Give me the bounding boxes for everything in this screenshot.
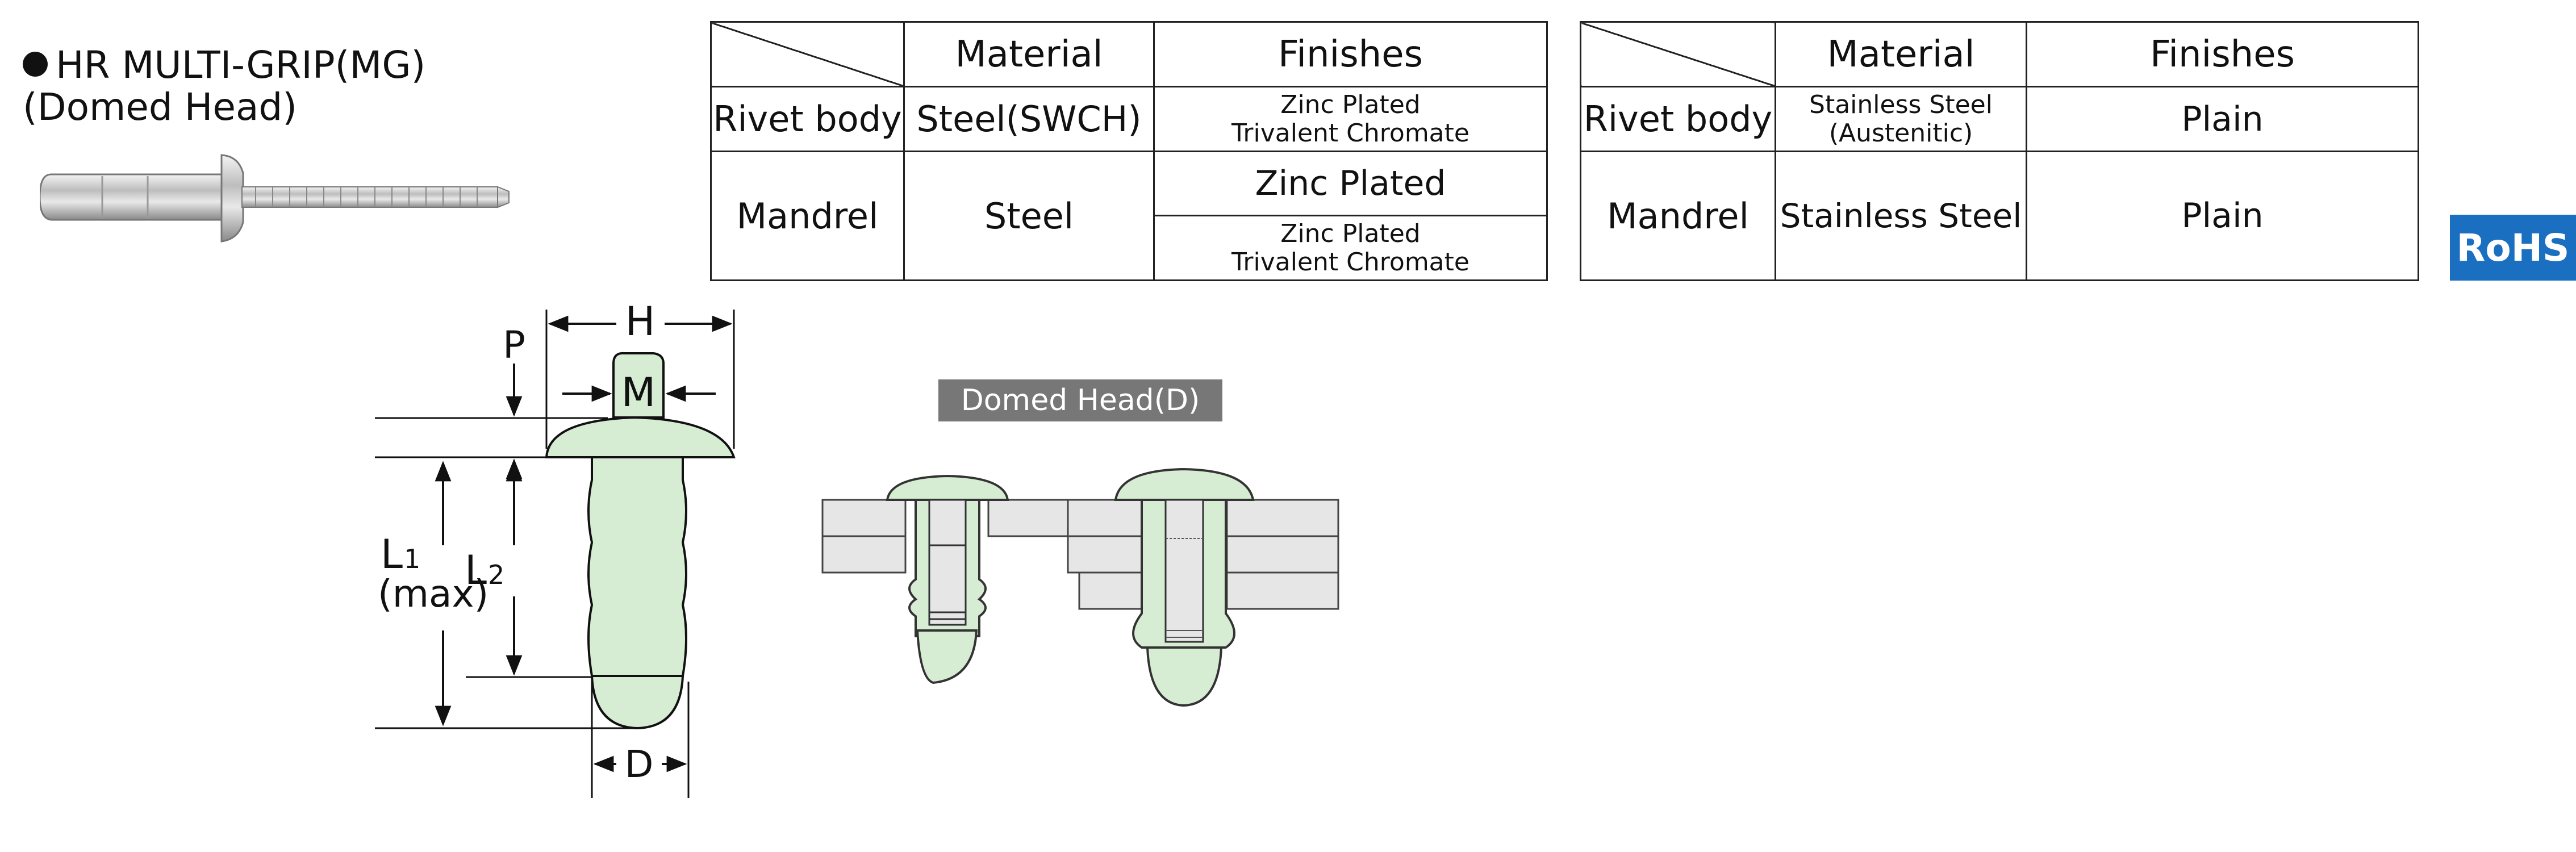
dim-label-l1-max: (max) <box>378 572 489 616</box>
mandrel-material: Steel <box>903 151 1155 281</box>
row-label-mandrel: Mandrel <box>1580 151 1776 281</box>
section-label: Domed Head(D) <box>938 379 1222 421</box>
rivet-photo <box>40 154 510 243</box>
dim-label-l1: L1 <box>381 531 420 578</box>
header-finishes: Finishes <box>1153 21 1548 87</box>
dimension-drawing: H P M L1 (max) L2 D <box>375 298 736 798</box>
table-corner-cell <box>710 21 905 87</box>
mandrel-finish: Plain <box>2026 151 2419 281</box>
dim-label-h: H <box>625 298 656 345</box>
mandrel-finish-b: Zinc Plated Trivalent Chromate <box>1153 215 1548 281</box>
header-finishes: Finishes <box>2026 21 2419 87</box>
product-title: HR MULTI-GRIP(MG) (Domed Head) <box>23 44 425 128</box>
title-line-2: (Domed Head) <box>23 85 298 129</box>
header-material: Material <box>903 21 1155 87</box>
row-label-rivet-body: Rivet body <box>710 86 905 152</box>
row-label-mandrel: Mandrel <box>710 151 905 281</box>
material-table-stainless: Material Finishes Rivet body Stainless S… <box>1580 21 2419 281</box>
mandrel-finish-a: Zinc Plated <box>1153 151 1548 216</box>
bullet-icon <box>23 52 48 77</box>
title-line-1: HR MULTI-GRIP(MG) <box>23 44 425 86</box>
rivet-body-material: Steel(SWCH) <box>903 86 1155 152</box>
dim-label-m: M <box>621 369 656 416</box>
row-label-rivet-body: Rivet body <box>1580 86 1776 152</box>
table-corner-cell <box>1580 21 1776 87</box>
dim-label-l2: L2 <box>465 547 504 594</box>
rivet-body-finish: Zinc Plated Trivalent Chromate <box>1153 86 1548 152</box>
material-table-steel: Material Finishes Rivet body Steel(SWCH)… <box>710 21 1548 281</box>
mandrel-material: Stainless Steel <box>1775 151 2027 281</box>
rivet-body-finish: Plain <box>2026 86 2419 152</box>
rivet-body-material: Stainless Steel (Austenitic) <box>1775 86 2027 152</box>
rohs-badge: RoHS <box>2450 215 2576 281</box>
dim-label-p: P <box>503 323 525 367</box>
header-material: Material <box>1775 21 2027 87</box>
cross-section-drawing <box>821 467 1339 707</box>
dim-label-d: D <box>625 742 654 786</box>
